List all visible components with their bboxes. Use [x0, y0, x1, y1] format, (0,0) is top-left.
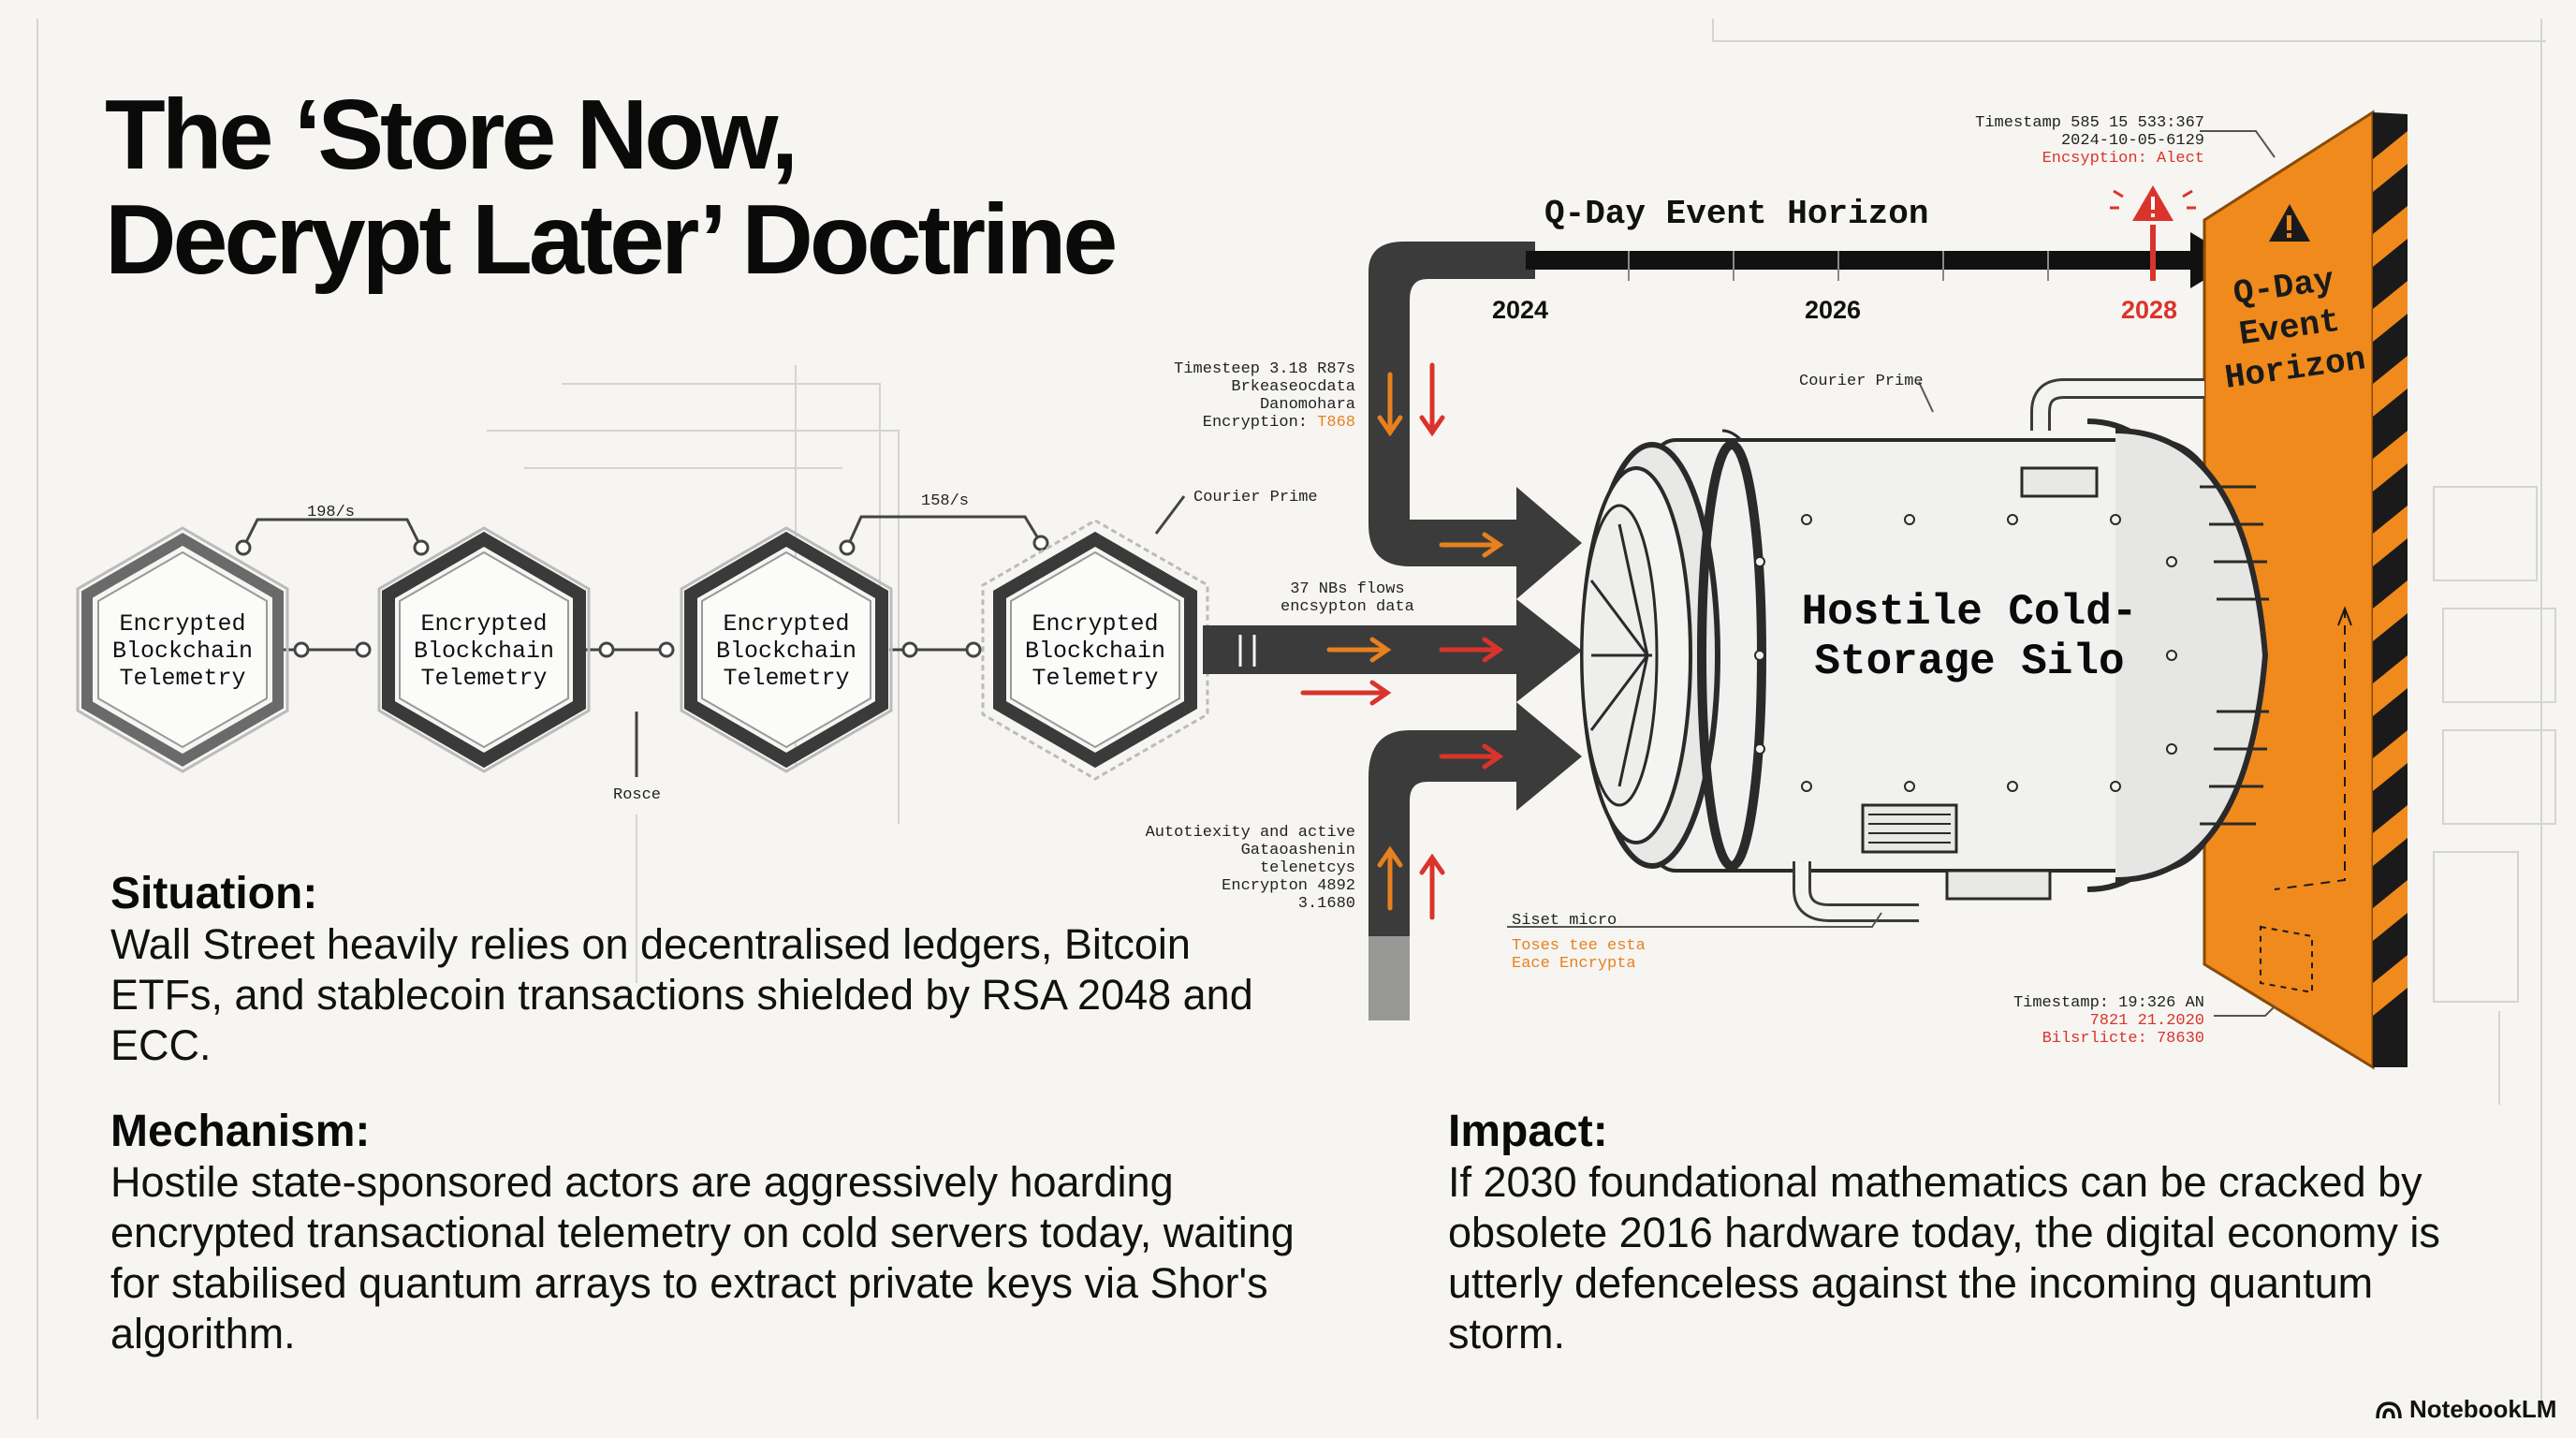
- annotation-line: Encrypton 4892: [1222, 877, 1355, 895]
- silo-label: Hostile Cold-Storage Silo: [1801, 588, 2138, 686]
- hex-node-label: Encrypted Blockchain Telemetry: [413, 610, 555, 692]
- flow-label: 37 NBs flows encsypton data: [1281, 580, 1414, 616]
- mechanism-body: Hostile state-sponsored actors are aggre…: [110, 1158, 1295, 1357]
- annotation-line: telenetcys: [1259, 859, 1355, 877]
- annotation-line: 7821 21.2020: [2089, 1012, 2204, 1030]
- silo-courier-label: Courier Prime: [1799, 373, 1924, 390]
- event-horizon-wall-shape: [2203, 110, 2408, 1070]
- timeline-year: 2026: [1805, 296, 1862, 324]
- annotation-top-right: Timestamp 585 15 533:367 2024-10-05-6129…: [1947, 114, 2204, 168]
- hex-node-label: Encrypted Blockchain Telemetry: [1024, 610, 1166, 692]
- rate-label-2: 158/s: [921, 492, 970, 510]
- annotation-line: 3.1680: [1297, 895, 1355, 913]
- annotation-line: Timestamp 585 15 533:367: [1975, 114, 2204, 132]
- impact-body: If 2030 foundational mathematics can be …: [1448, 1158, 2440, 1357]
- annotation-line: Timestamp: 19:326 AN: [2012, 994, 2204, 1012]
- timeline-title: Q-Day Event Horizon: [1544, 195, 1929, 233]
- annotation-line: Encryption: T868: [1142, 414, 1355, 432]
- impact-heading: Impact:: [1448, 1107, 1608, 1156]
- page-title-line-1: The ‘Store Now,: [105, 80, 798, 190]
- timeline-year-alert: 2028: [2121, 296, 2178, 324]
- timeline-bar: [1526, 185, 2237, 288]
- mechanism-section: Mechanism: Hostile state-sponsored actor…: [110, 1107, 1327, 1359]
- situation-section: Situation: Wall Street heavily relies on…: [110, 869, 1271, 1071]
- annotation-value: T868: [1317, 414, 1355, 432]
- rate-label-1: 198/s: [307, 504, 356, 521]
- mechanism-heading: Mechanism:: [110, 1107, 371, 1156]
- annotation-line: Autotiexity and active: [1145, 824, 1355, 842]
- callout-lines: [1507, 130, 2276, 1017]
- situation-heading: Situation:: [110, 869, 318, 918]
- annotation-line: Toses tee esta: [1512, 937, 1646, 955]
- annotation-line: Bilsrlicte: 78630: [2042, 1030, 2204, 1048]
- hex-node-label: Encrypted Blockchain Telemetry: [111, 610, 254, 692]
- data-pipes: [1203, 242, 1582, 1020]
- impact-section: Impact: If 2030 foundational mathematics…: [1448, 1107, 2478, 1359]
- annotation-line: Encsyption: Alect: [2042, 150, 2204, 168]
- annotation-line: Danomohara: [1259, 396, 1355, 414]
- annotation-top-left: Timesteep 3.18 R87s Brkeaseocdata Danomo…: [1142, 360, 1355, 432]
- situation-body: Wall Street heavily relies on decentrali…: [110, 920, 1253, 1069]
- courier-label: Courier Prime: [1193, 489, 1318, 506]
- annotation-bottom-right: Timestamp: 19:326 AN 7821 21.2020 Bilsrl…: [1975, 994, 2204, 1048]
- page-title-line-2: Decrypt Later’ Doctrine: [105, 184, 1118, 295]
- rosce-label: Rosce: [613, 786, 662, 804]
- hex-node-shapes: [76, 519, 1209, 781]
- event-horizon-wall-label: Q-Day Event Horizon: [2222, 261, 2368, 398]
- annotation-silo-bottom: Siset micro Toses tee esta Eace Encrypta: [1512, 912, 1646, 973]
- silo-shape: [1580, 378, 2269, 922]
- page-title: The ‘Store Now, Decrypt Later’ Doctrine: [105, 82, 1322, 292]
- notebooklm-logo-icon: [2376, 1401, 2402, 1418]
- annotation-line: Siset micro: [1512, 912, 1617, 930]
- blueprint-grid: [37, 19, 2556, 1419]
- annotation-line: Gataoashenin: [1240, 842, 1355, 859]
- annotation-key: Encryption:: [1202, 414, 1308, 432]
- annotation-line: Eace Encrypta: [1512, 955, 1636, 973]
- annotation-bottom-left: Autotiexity and active Gataoashenin tele…: [1086, 824, 1355, 913]
- timeline-year: 2024: [1492, 296, 1549, 324]
- annotation-line: Brkeaseocdata: [1231, 378, 1355, 396]
- brand-watermark: NotebookLM: [2376, 1395, 2556, 1424]
- annotation-line: Timesteep 3.18 R87s: [1174, 360, 1355, 378]
- annotation-line: 2024-10-05-6129: [2060, 132, 2204, 150]
- brand-name: NotebookLM: [2409, 1395, 2557, 1423]
- flow-arrows: [1300, 362, 1504, 920]
- hex-node-label: Encrypted Blockchain Telemetry: [715, 610, 857, 692]
